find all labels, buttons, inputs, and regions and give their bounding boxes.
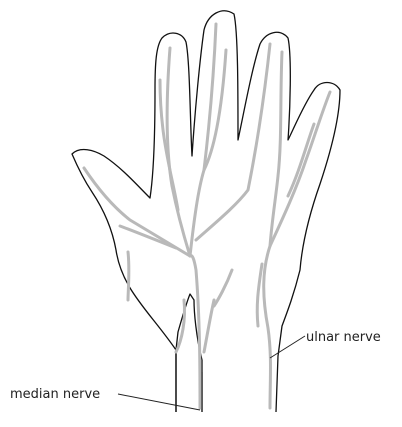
ulnar-nerve-label: ulnar nerve bbox=[306, 330, 381, 345]
palm-branch-left bbox=[128, 252, 129, 300]
median-nerve-label: median nerve bbox=[10, 387, 100, 402]
